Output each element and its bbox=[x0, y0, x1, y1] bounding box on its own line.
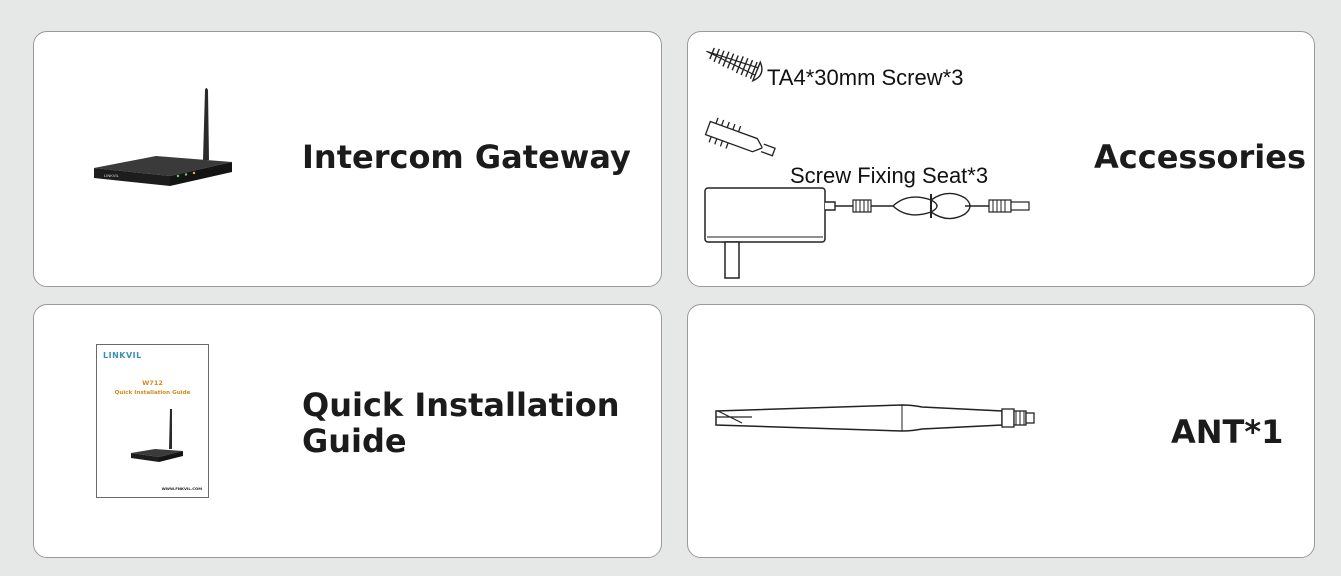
fixing-seat-label: Screw Fixing Seat*3 bbox=[790, 163, 989, 188]
booklet-device-icon bbox=[131, 409, 183, 462]
booklet-website: WWW.FNKVIL.COM bbox=[161, 486, 202, 491]
gateway-device-icon: LINKVIL bbox=[94, 88, 232, 186]
booklet-brand: LINKVIL bbox=[103, 351, 142, 360]
quick-installation-guide-card: LINKVIL W712 Quick Installation Guide WW… bbox=[33, 304, 662, 558]
guide-label-line2: Guide bbox=[302, 422, 407, 460]
booklet-subtitle: Quick Installation Guide bbox=[114, 390, 191, 396]
guide-booklet-image: LINKVIL W712 Quick Installation Guide WW… bbox=[96, 344, 209, 498]
antenna-card: ANT*1 bbox=[687, 304, 1315, 558]
booklet-model: W712 bbox=[142, 379, 163, 387]
screw-icon bbox=[706, 47, 763, 83]
gateway-brand-text: LINKVIL bbox=[104, 173, 120, 178]
antenna-icon bbox=[715, 404, 1035, 432]
accessories-card: TA4*30mm Screw*3 Screw Fixing Seat*3 Acc… bbox=[687, 31, 1315, 287]
accessories-label: Accessories bbox=[1094, 138, 1306, 176]
screw-label: TA4*30mm Screw*3 bbox=[767, 65, 964, 90]
power-adapter-icon bbox=[704, 187, 1030, 279]
antenna-label: ANT*1 bbox=[1171, 413, 1284, 451]
intercom-gateway-label: Intercom Gateway bbox=[302, 138, 631, 176]
wall-anchor-icon bbox=[704, 117, 776, 157]
guide-label-line1: Quick Installation bbox=[302, 386, 620, 424]
intercom-gateway-card: LINKVIL Intercom Gateway bbox=[33, 31, 662, 287]
